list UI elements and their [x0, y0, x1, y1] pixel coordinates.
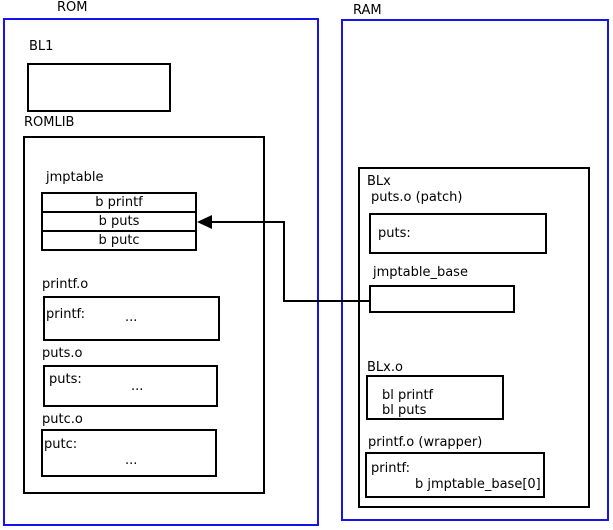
printf-wrapper-symbol: printf:	[371, 461, 411, 476]
jmptable-box: b printf b puts b putc	[41, 192, 197, 251]
blx-o-label: BLx.o	[367, 360, 403, 375]
rom-title: ROM	[57, 0, 88, 15]
jmptable-row-printf: b printf	[95, 195, 143, 210]
puts-patch-symbol: puts:	[378, 226, 411, 241]
jmptable-base-label: jmptable_base	[373, 265, 468, 280]
blx-o-box: bl printf bl puts	[366, 375, 504, 420]
printf-wrapper-box: printf: b jmptable_base[0]	[365, 452, 545, 498]
printf-symbol: printf:	[46, 307, 86, 322]
jmptable-base-box	[369, 285, 515, 313]
puts-symbol: puts:	[49, 372, 82, 387]
romlib-box: jmptable b printf b puts b putc printf.o…	[23, 136, 265, 494]
blx-o-line-bl-puts: bl puts	[382, 403, 427, 418]
jmptable-row-putc: b putc	[43, 230, 195, 249]
putc-o-box: putc: ...	[41, 429, 217, 477]
ram-title: RAM	[353, 3, 382, 18]
putc-o-label: putc.o	[42, 412, 83, 427]
putc-symbol: putc:	[44, 437, 78, 452]
printf-wrapper-label: printf.o (wrapper)	[368, 435, 483, 450]
bl1-box	[27, 63, 171, 112]
romlib-label: ROMLIB	[24, 115, 75, 130]
jmptable-label: jmptable	[46, 170, 104, 185]
blx-o-line-bl-printf: bl printf	[382, 388, 434, 403]
puts-patch-label: puts.o (patch)	[371, 190, 463, 205]
jmptable-row-puts: b puts	[43, 211, 195, 230]
putc-body-ellipsis: ...	[125, 453, 138, 468]
bl1-label: BL1	[29, 39, 54, 54]
blx-label: BLx	[367, 174, 391, 189]
printf-o-label: printf.o	[42, 277, 89, 292]
blx-box: BLx puts.o (patch) puts: jmptable_base B…	[358, 167, 590, 508]
printf-wrapper-code: b jmptable_base[0]	[415, 477, 541, 492]
ram-frame: BLx puts.o (patch) puts: jmptable_base B…	[341, 19, 609, 521]
printf-body-ellipsis: ...	[125, 310, 138, 325]
puts-o-label: puts.o	[42, 346, 83, 361]
puts-patch-box: puts:	[369, 213, 547, 254]
puts-o-box: puts: ...	[43, 365, 218, 407]
rom-frame: BL1 ROMLIB jmptable b printf b puts b pu…	[3, 18, 319, 526]
printf-o-box: printf: ...	[43, 296, 220, 341]
puts-body-ellipsis: ...	[131, 379, 144, 394]
